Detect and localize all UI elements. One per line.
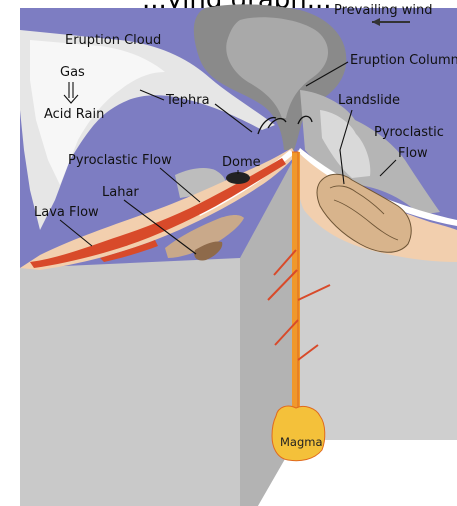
label-pyroclastic-flow-right-2: Flow — [398, 146, 428, 161]
conduit — [292, 152, 300, 430]
prevailing-wind-label: Prevailing wind — [334, 3, 433, 18]
label-lahar: Lahar — [102, 185, 139, 200]
label-eruption-column: Eruption Column — [350, 53, 457, 68]
label-dome: Dome — [222, 155, 261, 170]
label-lava-flow: Lava Flow — [34, 205, 99, 220]
magma-chamber — [272, 406, 325, 461]
label-tephra: Tephra — [165, 93, 210, 108]
ground-front-left — [20, 258, 240, 506]
label-gas: Gas — [60, 65, 85, 80]
label-acid-rain: Acid Rain — [44, 107, 104, 122]
label-landslide: Landslide — [338, 93, 400, 108]
label-magma: Magma — [280, 435, 323, 449]
label-pyroclastic-flow-left: Pyroclastic Flow — [68, 153, 172, 168]
label-eruption-cloud: Eruption Cloud — [65, 33, 161, 48]
label-pyroclastic-flow-right-1: Pyroclastic — [374, 125, 444, 140]
